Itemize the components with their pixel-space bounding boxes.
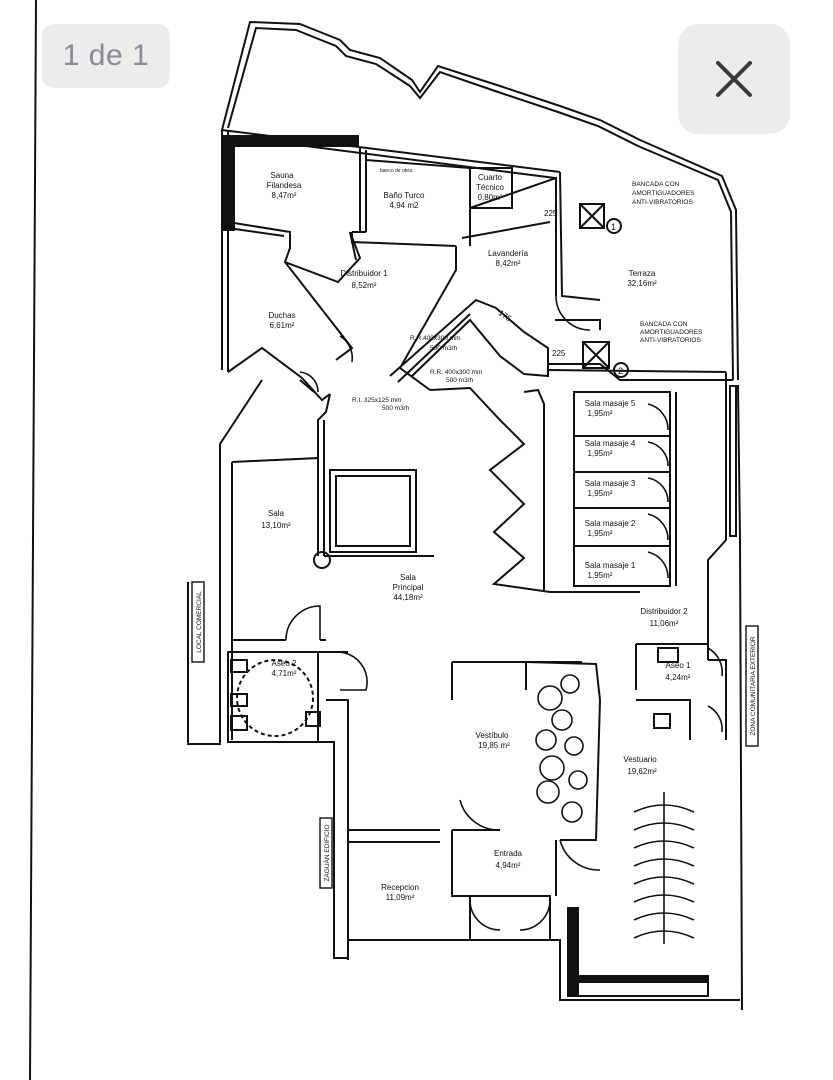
duchas-name: Duchas bbox=[268, 311, 295, 320]
masaje5-area: 1,95m² bbox=[588, 409, 613, 418]
page-counter: 1 de 1 bbox=[42, 24, 170, 88]
marker-2: 2 bbox=[618, 366, 623, 376]
close-x-icon bbox=[716, 61, 752, 97]
vestuario-name: Vestuario bbox=[623, 755, 657, 764]
bano-top: banco de obra bbox=[380, 168, 412, 174]
masaje4-name: Sala masaje 4 bbox=[585, 439, 636, 448]
page-edge bbox=[29, 0, 37, 1080]
masaje1-name: Sala masaje 1 bbox=[585, 561, 636, 570]
walls bbox=[187, 20, 743, 1011]
zaguan-frame bbox=[319, 817, 333, 889]
recepcion-area: 11,09m² bbox=[386, 893, 415, 902]
vestibulo-circles bbox=[535, 674, 588, 823]
vestibulo-area: 19,85 m² bbox=[478, 741, 510, 750]
local-comercial-label: LOCAL COMERCIAL bbox=[196, 591, 203, 653]
lavanderia-area: 8,42m² bbox=[496, 259, 521, 268]
entrada-name: Entrada bbox=[494, 849, 523, 858]
masaje4-area: 1,95m² bbox=[588, 449, 613, 458]
vestuario-area: 19,62m² bbox=[627, 767, 657, 776]
zaguan-label: ZAGUÁN EDIFICIO bbox=[322, 824, 331, 881]
duct-ri-b: 500 m3/h bbox=[382, 405, 409, 412]
distribuidor2-name: Distribuidor 2 bbox=[640, 607, 688, 616]
aseo2-name: Aseo 2 bbox=[272, 659, 297, 668]
dimension-225-a: 225 bbox=[544, 209, 558, 218]
sala-area: 13,10m² bbox=[261, 521, 291, 530]
vertical-labels: LOCAL COMERCIAL ZAGUÁN EDIFICIO ZONA COM… bbox=[196, 591, 757, 882]
distribuidor2-area: 11,06m² bbox=[650, 619, 679, 628]
bancada2-line2: AMORTIGUADORES bbox=[640, 329, 703, 336]
zona-comunitaria-label: ZONA COMUNITARIA EXTERIOR bbox=[750, 636, 757, 736]
bano-area: 4,94 m2 bbox=[390, 201, 419, 210]
zona-comunitaria-frame bbox=[745, 625, 759, 747]
sala-principal-name: Sala bbox=[400, 573, 417, 582]
vestuario-lockers bbox=[633, 792, 695, 944]
entrada-area: 4,94m² bbox=[496, 861, 521, 870]
lavanderia-name: Lavandería bbox=[488, 249, 529, 258]
cuarto-area: 0,80m² bbox=[478, 193, 503, 202]
bancada1-line1: BANCADA CON bbox=[632, 181, 680, 188]
sauna-name2: Filandesa bbox=[267, 181, 302, 190]
duct-rr2-a: R.R. 400x300 mm bbox=[430, 369, 482, 376]
cuarto-name: Cuarto bbox=[478, 173, 503, 182]
terraza-area: 32,16m² bbox=[627, 279, 657, 288]
terraza-name: Terraza bbox=[629, 269, 656, 278]
masaje1-area: 1,95m² bbox=[588, 571, 613, 580]
cuarto-name2: Técnico bbox=[476, 183, 505, 192]
masaje5-name: Sala masaje 5 bbox=[585, 399, 636, 408]
room-labels: Sauna Filandesa 8,47m² banco de obra Bañ… bbox=[261, 168, 691, 902]
sauna-area: 8,47m² bbox=[272, 191, 297, 200]
sala-principal-name2: Principal bbox=[393, 583, 424, 592]
close-button[interactable] bbox=[678, 24, 790, 134]
vestibulo-name: Vestíbulo bbox=[476, 731, 509, 740]
duct-rr2-b: 500 m3/h bbox=[446, 377, 473, 384]
masaje2-area: 1,95m² bbox=[588, 529, 613, 538]
masaje2-name: Sala masaje 2 bbox=[585, 519, 636, 528]
distribuidor1-area: 8,52m² bbox=[352, 281, 377, 290]
aseo2-area: 4,71m² bbox=[272, 669, 297, 678]
aseo1-name: Aseo 1 bbox=[666, 661, 691, 670]
door-swings bbox=[285, 295, 724, 931]
local-comercial-frame bbox=[191, 581, 205, 663]
technical-annotations: BANCADA CON AMORTIGUADORES ANTI-VIBRATOR… bbox=[352, 181, 703, 412]
sauna-name: Sauna bbox=[270, 171, 294, 180]
duct-rr1-a: R.R.400x300 mm bbox=[410, 335, 461, 342]
aseo1-area: 4,24m² bbox=[666, 673, 691, 682]
masaje3-name: Sala masaje 3 bbox=[585, 479, 636, 488]
sala-name: Sala bbox=[268, 509, 285, 518]
recepcion-name: Recepcion bbox=[381, 883, 419, 892]
masaje3-area: 1,95m² bbox=[588, 489, 613, 498]
bancada1-line2: AMORTIGUADORES bbox=[632, 190, 695, 197]
bancada2-line3: ANTI-VIBRATORIOS bbox=[640, 337, 701, 344]
bancada1-line3: ANTI-VIBRATORIOS bbox=[632, 199, 693, 206]
duct-ri-a: R.I. 325x125 mm bbox=[352, 397, 402, 404]
dimension-225-b: 225 bbox=[552, 349, 566, 358]
marker-1: 1 bbox=[611, 222, 616, 232]
distribuidor1-name: Distribuidor 1 bbox=[340, 269, 388, 278]
sala-principal-area: 44,18m² bbox=[393, 593, 423, 602]
bano-name: Baño Turco bbox=[384, 191, 425, 200]
duchas-area: 6,61m² bbox=[270, 321, 295, 330]
bancada2-line1: BANCADA CON bbox=[640, 321, 688, 328]
duct-rr1-b: 500 m3/h bbox=[430, 345, 457, 352]
